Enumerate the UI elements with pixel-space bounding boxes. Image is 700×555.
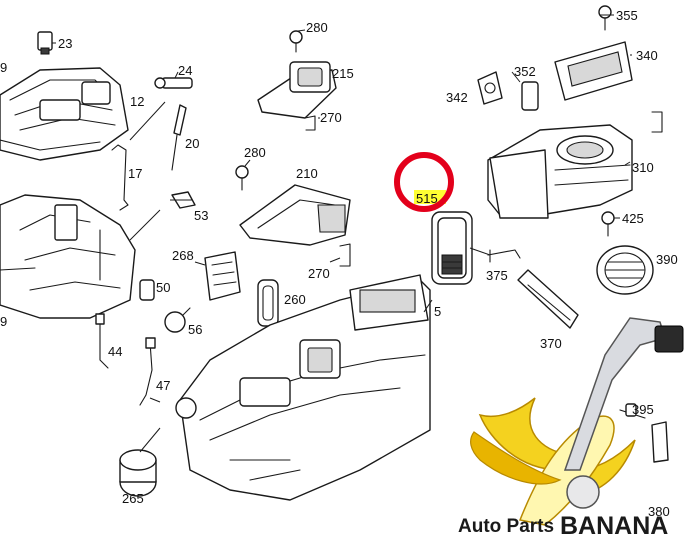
label-260: 260 [284,292,306,307]
part-515-cabin-filter [431,211,473,285]
part-340-grille [554,41,633,101]
part-375-bracket [487,249,521,263]
highlight-circle [394,152,454,212]
label-20: 20 [185,136,199,151]
part-23-bolt [37,31,53,55]
label-5: 5 [434,304,441,319]
label-310: 310 [632,160,654,175]
part-20-sensor [171,104,187,171]
part-24-fastener [154,77,193,89]
watermark-logo: Auto Parts BANANA [458,317,684,540]
part-342-motor [477,71,503,105]
label-53: 53 [194,208,208,223]
banana-peel-left [478,397,572,471]
label-342: 342 [446,90,468,105]
part-17-rod [111,144,129,211]
label-280-a: 280 [306,20,328,35]
part-380-resistor [619,409,669,463]
control-arm-bushing [654,325,684,353]
part-265-cylinder [119,449,157,497]
part-355-screw [598,5,612,31]
part-425-screw [601,211,615,237]
highlight-marker [414,190,446,204]
part-370-rail [517,269,579,329]
part-5-main-housing [175,274,431,501]
part-number-labels: 23 24 12 20 17 53 280 215 270 280 210 26… [0,8,678,519]
label-270-a: 270 [320,110,342,125]
label-270-b: 270 [308,266,330,281]
part-215-duct [257,61,337,119]
label-215: 215 [332,66,354,81]
part-310-blower-housing [487,124,633,219]
label-352: 352 [514,64,536,79]
part-260-seal [257,279,279,327]
part-270-clip-a [304,115,316,131]
label-390: 390 [656,252,678,267]
label-380: 380 [648,504,670,519]
part-395-connector [625,403,637,417]
label-12: 12 [130,94,144,109]
label-9-upper: 9 [0,60,7,75]
label-340: 340 [636,48,658,63]
watermark-text-left: Auto Parts [458,516,554,537]
label-370: 370 [540,336,562,351]
part-390-blower-motor [596,245,654,295]
part-352-actuator [521,81,539,111]
label-9-lower: 9 [0,314,7,329]
watermark-text-right: BANANA [560,512,668,540]
label-56: 56 [188,322,202,337]
label-268: 268 [172,248,194,263]
label-375: 375 [486,268,508,283]
part-210-duct [239,184,351,246]
part-270-clip-b [339,243,351,267]
label-50: 50 [156,280,170,295]
part-280-screw-a [289,30,303,53]
part-268-vent [204,251,241,301]
label-265: 265 [122,491,144,506]
part-clip-right [651,111,663,133]
label-280-b: 280 [244,145,266,160]
control-arm-ball-joint [566,475,600,509]
label-17: 17 [128,166,142,181]
part-50-grommet [139,279,155,301]
banana-peel-bottom [470,431,562,485]
leader-lines [52,14,632,453]
part-56-valve [164,307,191,333]
part-44-line [95,313,109,369]
label-515: 515 [416,191,438,206]
label-23: 23 [58,36,72,51]
label-24: 24 [178,63,192,78]
part-280-screw-b [235,165,249,191]
label-210: 210 [296,166,318,181]
label-47: 47 [156,378,170,393]
label-44: 44 [108,344,122,359]
housing-lower-left [0,194,136,319]
housing-upper-left [0,67,129,161]
label-355: 355 [616,8,638,23]
label-395: 395 [632,402,654,417]
label-425: 425 [622,211,644,226]
control-arm [563,317,666,471]
part-47-harness [139,337,156,406]
